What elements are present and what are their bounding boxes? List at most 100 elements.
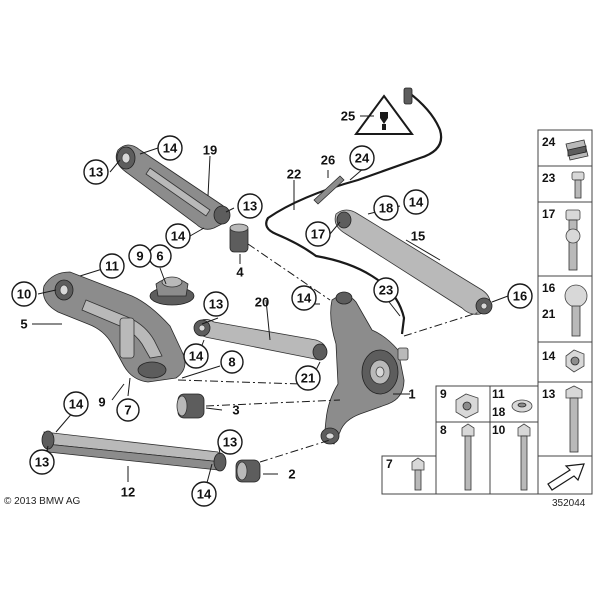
callout-11: 11 [99,253,125,279]
sensor-cable [265,91,443,335]
svg-text:8: 8 [440,423,447,437]
callout-15: 15 [411,229,425,244]
svg-text:13: 13 [35,455,49,470]
svg-text:19: 19 [203,143,217,158]
svg-text:11: 11 [105,259,119,274]
svg-text:14: 14 [69,397,84,412]
callout-6: 6 [148,244,172,268]
svg-text:13: 13 [243,199,257,214]
callout-14f: 14 [191,481,217,507]
callout-18: 18 [373,195,399,221]
svg-text:16: 16 [513,289,527,304]
callout-3: 3 [232,403,239,418]
svg-text:11: 11 [492,387,505,401]
camber-link-part-20 [193,319,328,361]
svg-text:15: 15 [411,229,425,244]
svg-text:20: 20 [255,295,269,310]
callout-14g: 14 [403,189,429,215]
svg-text:21: 21 [301,371,315,386]
svg-text:14: 14 [171,229,186,244]
svg-text:21: 21 [542,307,556,321]
svg-text:7: 7 [124,403,131,418]
svg-text:24: 24 [542,135,556,149]
svg-text:2: 2 [288,467,295,482]
svg-text:18: 18 [492,405,506,419]
svg-text:17: 17 [311,227,325,242]
callout-17: 17 [305,221,331,247]
callout-16: 16 [507,283,533,309]
wheel-carrier-part-1 [320,291,409,445]
callout-23: 23 [373,277,399,303]
callout-9b: 9 [98,395,105,410]
callout-1: 1 [408,387,415,402]
svg-text:14: 14 [189,349,204,364]
svg-text:17: 17 [542,207,556,221]
svg-text:1: 1 [408,387,415,402]
svg-text:25: 25 [341,109,355,124]
callout-8: 8 [220,350,244,374]
upper-link-part-15 [334,209,493,315]
callout-4: 4 [236,265,244,280]
copyright-text: © 2013 BMW AG [4,496,81,507]
svg-text:3: 3 [232,403,239,418]
svg-text:9: 9 [136,249,143,264]
svg-text:8: 8 [228,355,235,370]
bushing-part-2 [235,459,261,483]
callout-13b: 13 [237,193,263,219]
callout-14e: 14 [63,391,89,417]
svg-text:5: 5 [20,317,27,332]
callout-14a: 14 [157,135,183,161]
pin-part-26 [313,175,345,205]
callout-5: 5 [20,317,27,332]
svg-text:9: 9 [98,395,105,410]
svg-text:7: 7 [386,457,393,471]
svg-text:13: 13 [223,435,237,450]
lower-bar-part-12 [41,430,227,472]
svg-text:13: 13 [542,387,556,401]
callout-7: 7 [116,398,140,422]
svg-text:18: 18 [379,201,393,216]
svg-text:22: 22 [287,167,301,182]
svg-text:14: 14 [409,195,424,210]
warning-triangle-icon [354,94,414,135]
callout-25: 25 [341,109,355,124]
svg-text:16: 16 [542,281,556,295]
svg-text:23: 23 [379,283,393,298]
callout-13e: 13 [217,429,243,455]
callout-19: 19 [203,143,217,158]
svg-text:14: 14 [197,487,212,502]
callout-13a: 13 [83,159,109,185]
callout-9a: 9 [128,244,152,268]
callout-20: 20 [255,295,269,310]
assembly-lines [177,243,481,463]
svg-text:14: 14 [163,141,178,156]
svg-text:24: 24 [355,151,370,166]
callout-14b: 14 [165,223,191,249]
svg-text:23: 23 [542,171,556,185]
bushing-part-4 [229,223,249,253]
svg-text:12: 12 [121,485,135,500]
svg-text:26: 26 [321,153,335,168]
callout-24: 24 [349,145,375,171]
svg-text:6: 6 [156,249,163,264]
sensor-plug [403,87,413,105]
lower-control-arm-part-5 [42,271,186,383]
callout-13c: 13 [203,291,229,317]
svg-text:9: 9 [440,387,447,401]
callout-12: 12 [121,485,135,500]
callout-2: 2 [288,467,295,482]
diagram-number: 352044 [552,498,586,509]
bushing-part-3 [176,393,205,419]
svg-text:14: 14 [542,349,556,363]
callout-14d: 14 [183,343,209,369]
svg-text:10: 10 [492,423,506,437]
upper-link-part-19 [115,144,231,230]
leader-lines [32,115,509,495]
callout-13d: 13 [29,449,55,475]
callout-21: 21 [295,365,321,391]
callout-26: 26 [321,153,335,168]
svg-text:13: 13 [209,297,223,312]
callout-10: 10 [11,281,37,307]
callout-14c: 14 [291,285,317,311]
